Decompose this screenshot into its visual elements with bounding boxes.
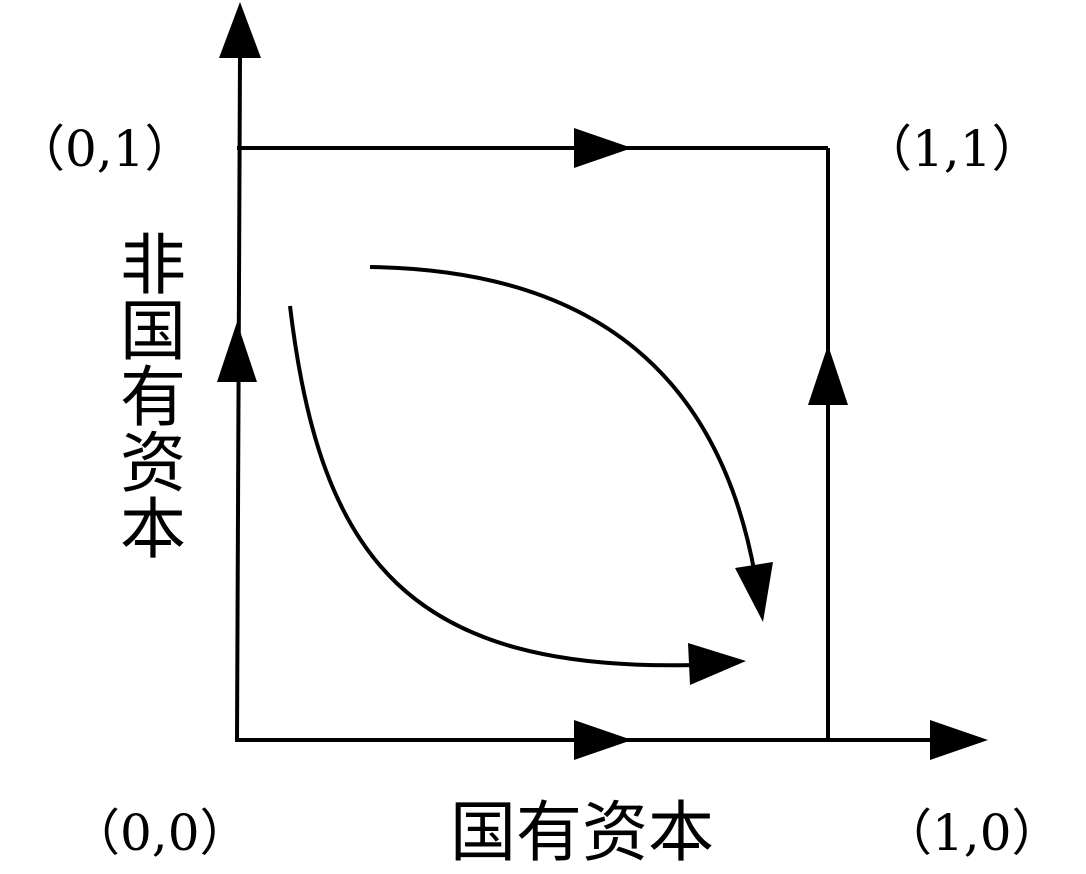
right-edge-arrow xyxy=(808,345,848,405)
y-axis-title-char: 国 xyxy=(120,293,186,370)
y-axis-title: 非国有资本 xyxy=(120,227,186,568)
label-bottom-left: （0,0） xyxy=(70,804,250,862)
bottom-edge-arrow xyxy=(574,720,632,760)
upper-curve-arrowhead xyxy=(735,562,773,622)
x-axis-title: 国有资本 xyxy=(450,794,714,871)
upper-curve xyxy=(369,265,757,576)
y-axis-title-char: 非 xyxy=(120,227,186,304)
top-edge-arrow xyxy=(574,128,632,168)
x-axis-arrowhead xyxy=(930,720,988,760)
label-top-right: （1,1） xyxy=(862,120,1042,178)
y-axis-title-char: 资 xyxy=(120,425,186,502)
label-top-left: （0,1） xyxy=(15,120,195,178)
y-axis-title-char: 本 xyxy=(120,491,186,568)
y-axis-line xyxy=(235,54,242,741)
label-bottom-right: （1,0） xyxy=(882,804,1062,862)
y-axis-title-char: 有 xyxy=(120,359,186,436)
lower-curve-arrowhead xyxy=(688,643,746,685)
left-edge-arrow xyxy=(217,322,257,382)
y-axis-arrowhead xyxy=(219,2,261,58)
lower-curve xyxy=(288,305,696,668)
